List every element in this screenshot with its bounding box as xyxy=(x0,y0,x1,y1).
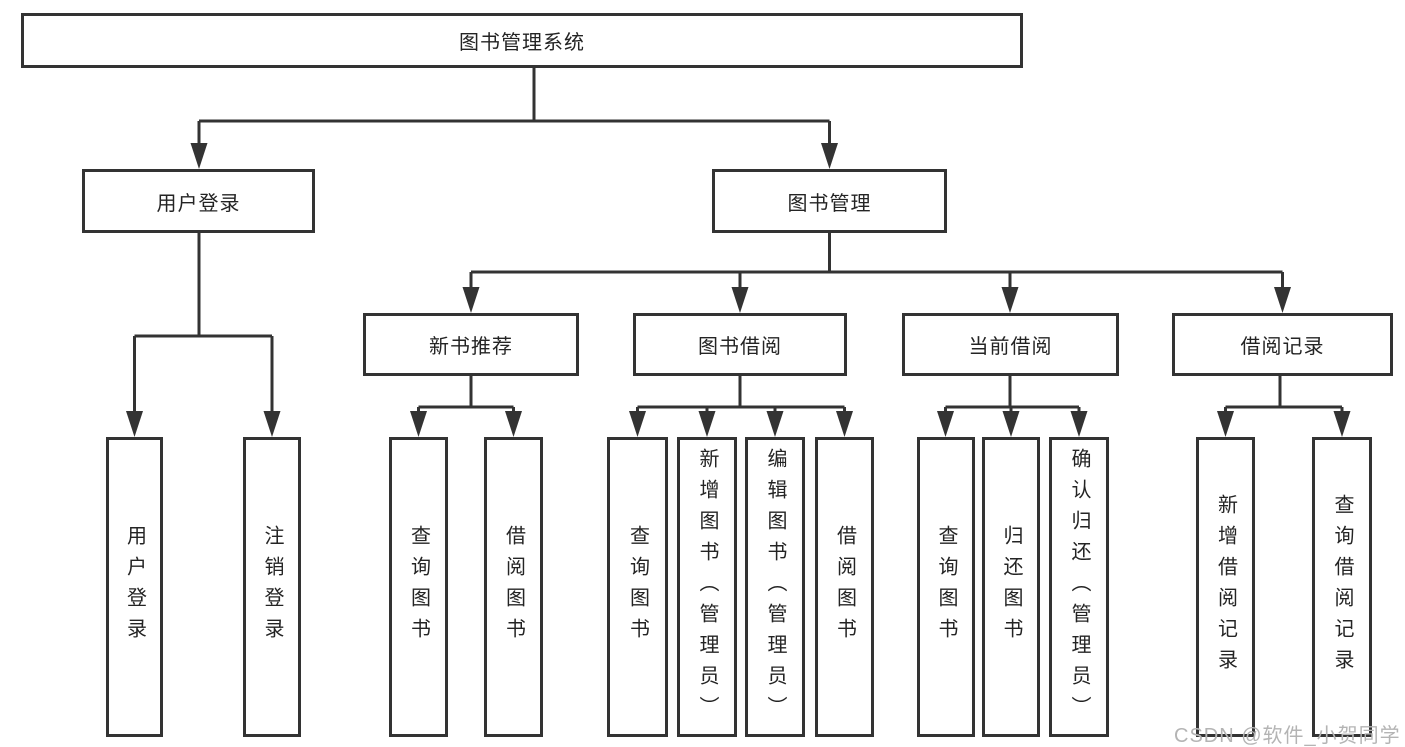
node-borrow-records: 借阅记录 xyxy=(1172,313,1393,376)
node-current-borrow-label: 当前借阅 xyxy=(968,336,1053,358)
node-book-management-label: 图书管理 xyxy=(787,192,872,215)
node-new-book-recommend: 新书推荐 xyxy=(363,313,579,376)
leaf-borrow-add-books-admin: 新增图书（管理员） xyxy=(677,437,737,737)
watermark-text: CSDN @软件_小贺同学 xyxy=(1174,725,1401,747)
leaf-logout-label: 注销登录 xyxy=(261,525,283,649)
leaf-logout: 注销登录 xyxy=(243,437,301,737)
leaf-borrow-edit-books-admin-label: 编辑图书（管理员） xyxy=(764,447,786,727)
leaf-records-add-record: 新增借阅记录 xyxy=(1196,437,1255,737)
node-new-book-recommend-label: 新书推荐 xyxy=(429,336,513,358)
leaf-newbook-query-books: 查询图书 xyxy=(389,437,448,737)
node-book-borrow: 图书借阅 xyxy=(633,313,847,376)
leaf-borrow-borrow-books-label: 借阅图书 xyxy=(833,525,856,649)
node-book-borrow-label: 图书借阅 xyxy=(698,336,782,358)
leaf-records-query-record: 查询借阅记录 xyxy=(1312,437,1372,737)
leaf-current-return-books: 归还图书 xyxy=(982,437,1040,737)
leaf-records-query-record-label: 查询借阅记录 xyxy=(1331,494,1353,680)
leaf-borrow-query-books: 查询图书 xyxy=(607,437,668,737)
leaf-records-add-record-label: 新增借阅记录 xyxy=(1214,494,1237,680)
node-root-label: 图书管理系统 xyxy=(459,32,585,54)
node-borrow-records-label: 借阅记录 xyxy=(1240,336,1325,358)
leaf-newbook-query-books-label: 查询图书 xyxy=(407,525,430,649)
leaf-current-confirm-return-admin: 确认归还（管理员） xyxy=(1049,437,1109,737)
leaf-borrow-add-books-admin-label: 新增图书（管理员） xyxy=(696,447,718,727)
leaf-current-query-books: 查询图书 xyxy=(917,437,975,737)
node-current-borrow: 当前借阅 xyxy=(902,313,1119,376)
leaf-newbook-borrow-books: 借阅图书 xyxy=(484,437,543,737)
leaf-user-login-label: 用户登录 xyxy=(123,525,146,649)
leaf-current-confirm-return-admin-label: 确认归还（管理员） xyxy=(1068,447,1090,727)
node-user-login-label: 用户登录 xyxy=(156,192,241,215)
leaf-current-query-books-label: 查询图书 xyxy=(935,525,957,649)
node-user-login: 用户登录 xyxy=(82,169,315,233)
leaf-borrow-edit-books-admin: 编辑图书（管理员） xyxy=(745,437,805,737)
leaf-current-return-books-label: 归还图书 xyxy=(1000,525,1022,649)
leaf-borrow-query-books-label: 查询图书 xyxy=(626,525,649,649)
leaf-user-login: 用户登录 xyxy=(106,437,163,737)
node-root-library-system: 图书管理系统 xyxy=(21,13,1023,68)
leaf-borrow-borrow-books: 借阅图书 xyxy=(815,437,874,737)
leaf-newbook-borrow-books-label: 借阅图书 xyxy=(502,525,525,649)
node-book-management: 图书管理 xyxy=(712,169,947,233)
